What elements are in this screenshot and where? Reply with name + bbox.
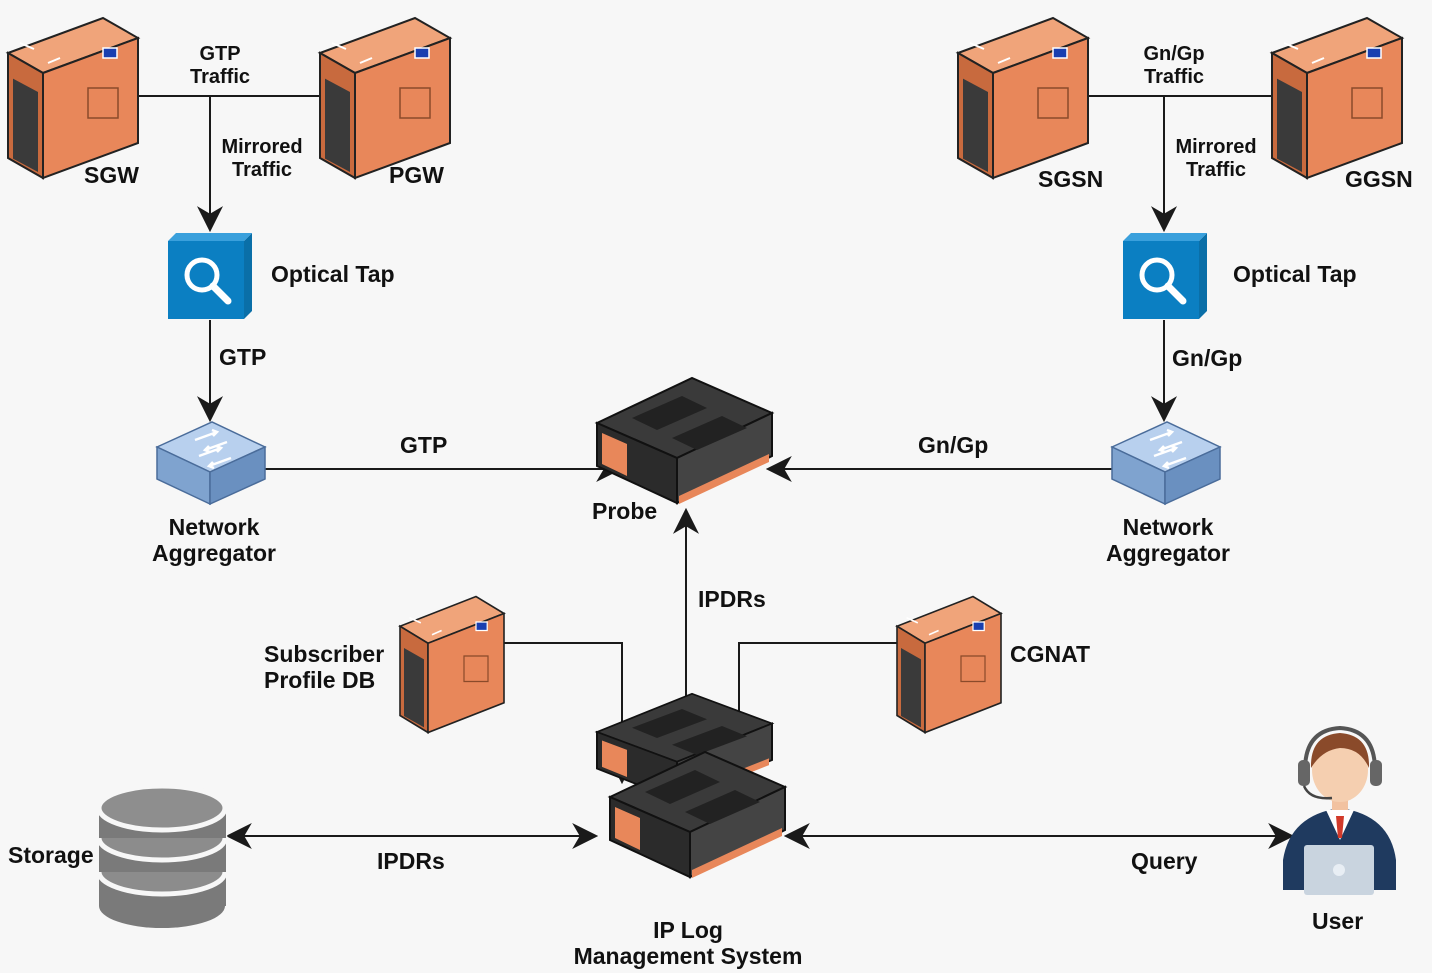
ip-log-system-icon: [596, 692, 786, 879]
gngp-traffic-label: Gn/Gp Traffic: [1143, 43, 1205, 88]
gngp-tap-right-label: Gn/Gp: [1172, 345, 1243, 371]
query-label: Query: [1131, 848, 1198, 874]
sgw-label: SGW: [84, 162, 139, 188]
cgnat-server-icon: [896, 595, 1002, 734]
probe-server-icon: [596, 377, 773, 505]
ggsn-label: GGSN: [1345, 166, 1413, 192]
gtp-to-probe-label: GTP: [400, 432, 448, 458]
subscriber-db-server-icon: [399, 595, 505, 734]
ipdrs-probe-label: IPDRs: [698, 586, 766, 612]
sgsn-label: SGSN: [1038, 166, 1104, 192]
ip-log-management-system-label: IP Log Management System: [573, 917, 803, 970]
network-aggregator-left-icon: [155, 420, 267, 506]
optical-tap-left-label: Optical Tap: [271, 261, 395, 287]
user-avatar-icon: [1283, 725, 1396, 895]
storage-database-icon: [96, 783, 228, 928]
pgw-label: PGW: [389, 162, 444, 188]
subscriber-profile-db-label: Subscriber Profile DB: [264, 641, 385, 694]
mirrored-traffic-left-label: Mirrored Traffic: [221, 136, 303, 181]
optical-tap-right-label: Optical Tap: [1233, 261, 1357, 287]
mirrored-traffic-right-label: Mirrored Traffic: [1175, 136, 1257, 181]
pgw-server-icon: [319, 17, 451, 179]
network-aggregator-right-icon: [1110, 420, 1222, 506]
gtp-traffic-label: GTP Traffic: [189, 43, 251, 88]
user-label: User: [1312, 908, 1364, 934]
gngp-to-probe-label: Gn/Gp: [918, 432, 989, 458]
ipdrs-storage-label: IPDRs: [377, 848, 445, 874]
gtp-tap-left-label: GTP: [219, 344, 267, 370]
sgw-server-icon: [7, 17, 139, 179]
sgsn-server-icon: [957, 17, 1089, 179]
network-aggregator-left-label: Network Aggregator: [152, 514, 276, 567]
optical-tap-right-icon: [1123, 233, 1207, 319]
cgnat-label: CGNAT: [1010, 641, 1091, 667]
ggsn-server-icon: [1271, 17, 1403, 179]
network-aggregator-right-label: Network Aggregator: [1106, 514, 1230, 567]
storage-label: Storage: [8, 842, 94, 868]
probe-label: Probe: [592, 498, 658, 524]
optical-tap-left-icon: [168, 233, 252, 319]
